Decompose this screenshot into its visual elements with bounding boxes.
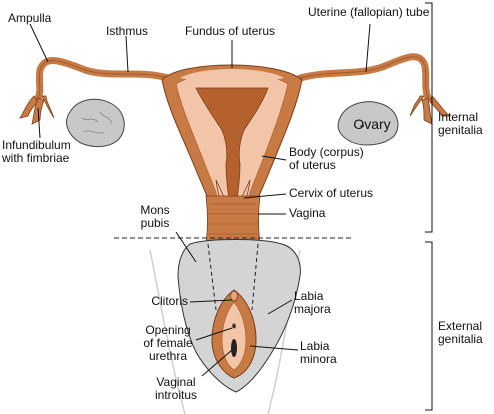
ovary-left <box>66 98 125 147</box>
internal-genitalia-bracket <box>425 2 433 233</box>
label-mons-pubis: Mons pubis <box>140 203 170 230</box>
label-uterine-tube: Uterine (fallopian) tube <box>308 5 430 19</box>
fimbriae-left <box>19 95 55 125</box>
uterine-tube-left <box>34 57 172 102</box>
label-cervix: Cervix of uterus <box>289 186 374 200</box>
label-urethra-opening: Opening of female urethra <box>143 323 193 363</box>
ovary-right <box>337 101 399 146</box>
label-fundus: Fundus of uterus <box>185 24 276 38</box>
urethral-opening <box>232 323 236 329</box>
label-vaginal-introitus: Vaginal introitus <box>154 375 198 402</box>
uterine-tube-right <box>296 53 432 102</box>
label-body-of-uterus: Body (corpus) of uterus <box>289 145 364 172</box>
leader-lines <box>29 23 371 377</box>
vaginal-opening <box>231 339 237 357</box>
fundus-highlight <box>180 69 284 83</box>
vagina <box>205 195 261 245</box>
uterine-tube-right-outline <box>299 56 429 99</box>
external-genitalia-bracket <box>425 241 433 411</box>
label-labia-majora: Labia majora <box>294 289 331 316</box>
label-infundibulum: Infundibulum with fimbriae <box>2 138 71 165</box>
vagina-folds <box>208 203 258 235</box>
label-ampulla: Ampulla <box>8 11 52 25</box>
label-labia-minora: Labia minora <box>300 339 337 366</box>
label-internal-genitalia: Internal genitalia <box>438 110 483 137</box>
label-ovary: Ovary <box>353 116 391 132</box>
clitoris-glans <box>230 290 238 302</box>
label-isthmus: Isthmus <box>106 24 149 38</box>
uterine-tube-left-outline <box>37 60 169 99</box>
ovary-left-texture <box>81 111 113 134</box>
thigh-contour-left <box>149 249 186 414</box>
label-vagina: Vagina <box>289 206 326 220</box>
label-clitoris: Clitoris <box>151 294 188 308</box>
label-external-genitalia: External genitalia <box>438 319 483 346</box>
